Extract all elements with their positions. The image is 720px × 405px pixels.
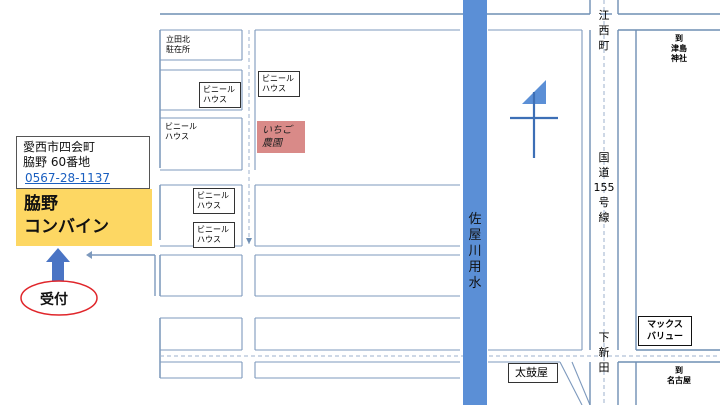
parking-label: 立田北 駐在所	[163, 33, 203, 58]
shimoshinden-label: 下 新 田	[598, 331, 610, 374]
vinyl-house-3: ビニール ハウス	[162, 120, 204, 146]
road-network	[159, 0, 720, 405]
national-route-label: 国 道 155 号 線	[593, 151, 615, 224]
company-box: 脇野 コンバイン	[16, 189, 152, 246]
canal	[463, 0, 487, 405]
vinyl-house-4: ビニール ハウス	[193, 188, 235, 214]
address-line1: 愛西市四会町	[23, 140, 96, 154]
company-name-line1: 脇野	[24, 194, 58, 214]
canal-label: 佐 屋 川 用 水	[468, 212, 482, 291]
vinyl-house-1: ビニール ハウス	[199, 82, 241, 108]
max-valu-label: マックス バリュー	[638, 316, 692, 346]
strawberry-farm: いちご 農園	[257, 121, 305, 153]
nagoya-destination: 到 名古屋	[667, 366, 691, 385]
vinyl-house-5: ビニール ハウス	[193, 222, 235, 248]
taikoya-label: 太鼓屋	[508, 363, 558, 383]
address-box: 愛西市四会町 脇野 60番地 0567-28-1137	[16, 136, 150, 189]
tsushima-destination: 到 津島 神社	[671, 34, 687, 63]
access-route	[86, 251, 156, 296]
north-arrow-icon	[510, 80, 558, 158]
up-arrow-icon	[46, 248, 70, 284]
company-name-line2: コンバイン	[24, 217, 109, 237]
reception-label: 受付	[40, 292, 68, 308]
vinyl-house-2: ビニール ハウス	[258, 71, 300, 97]
address-line2: 脇野 60番地	[23, 155, 91, 169]
reception-oval	[20, 280, 98, 316]
phone-number[interactable]: 0567-28-1137	[25, 171, 111, 185]
koshi-label: 江 西 町	[598, 9, 610, 52]
